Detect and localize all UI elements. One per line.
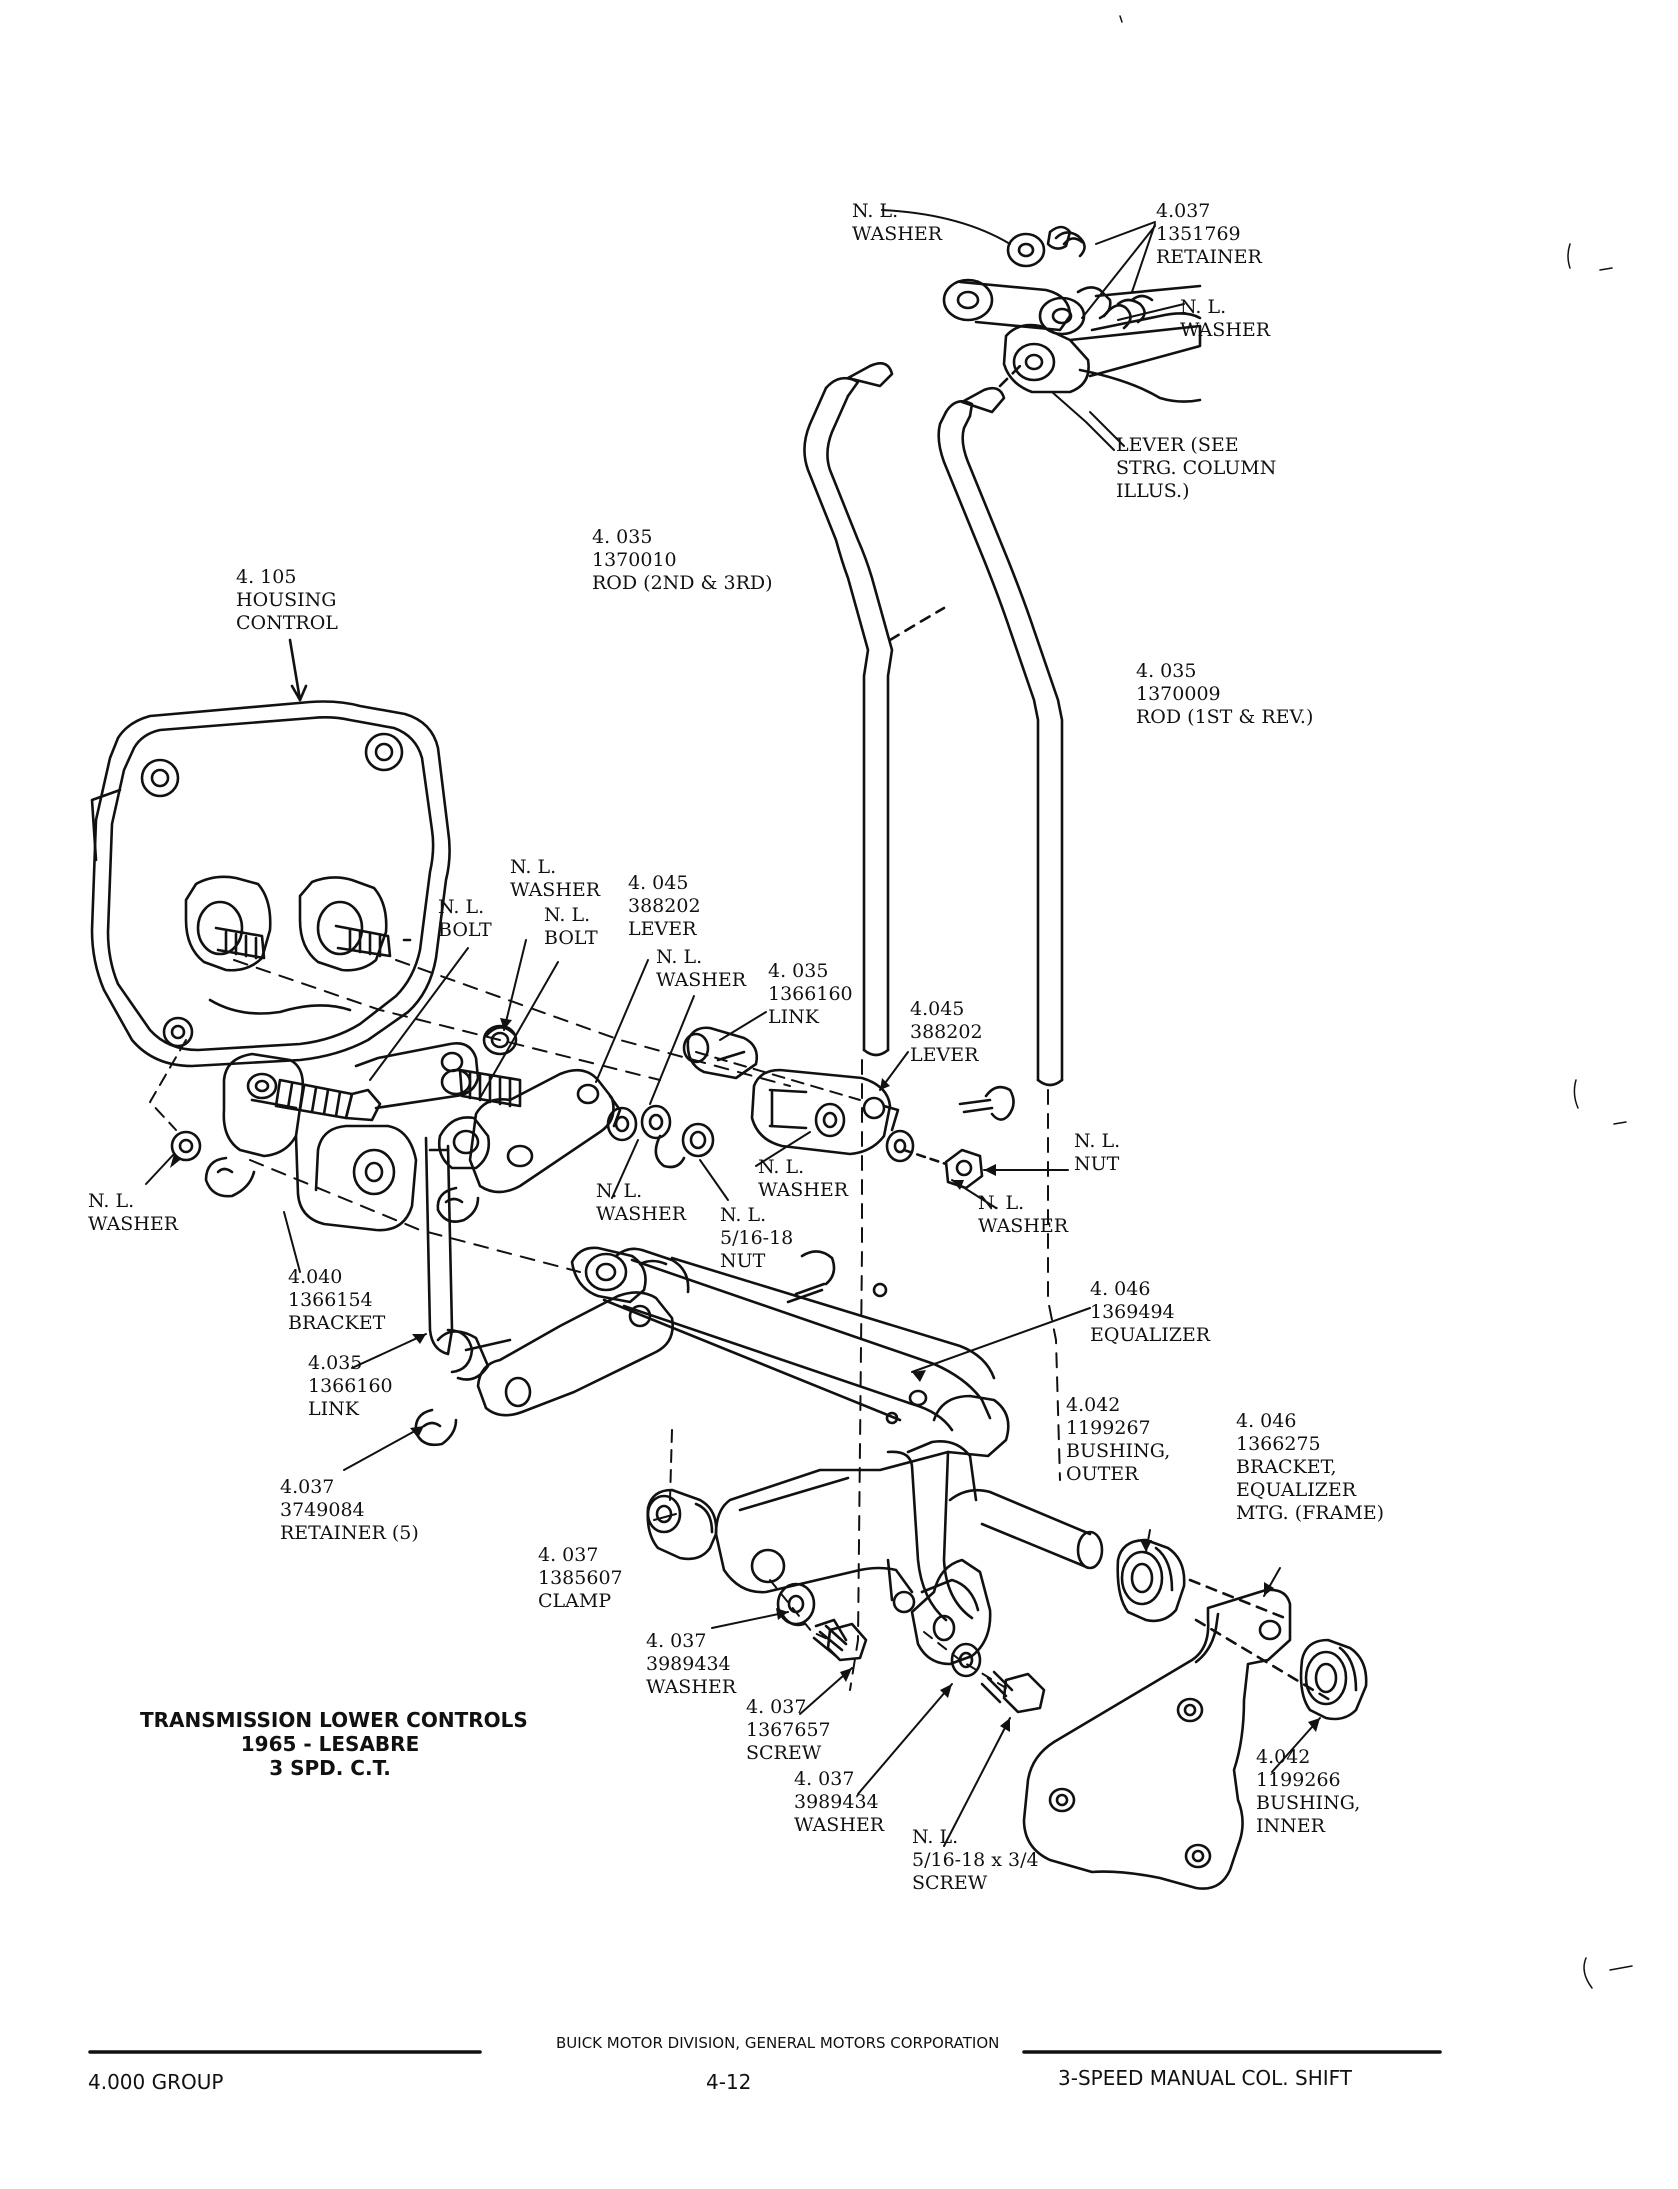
footer-section: 3-SPEED MANUAL COL. SHIFT xyxy=(1058,2066,1353,2090)
footer-group: 4.000 GROUP xyxy=(88,2070,224,2094)
lever-left-part xyxy=(468,1068,622,1194)
footer-division: BUICK MOTOR DIVISION, GENERAL MOTORS COR… xyxy=(556,2034,1000,2052)
label-lever-right: 4.045 388202 LEVER xyxy=(910,998,983,1066)
label-link-lower: 4.035 1366160 LINK xyxy=(308,1352,393,1420)
bracket-4-040-part xyxy=(222,1052,418,1232)
rod-1st-rev-part xyxy=(937,386,1064,1087)
label-nut-5-16: N. L. 5/16-18 NUT xyxy=(720,1204,794,1272)
caption-line-3: 3 SPD. C.T. xyxy=(269,1756,391,1780)
housing-control-part xyxy=(90,700,451,1068)
label-bracket: 4.040 1366154 BRACKET xyxy=(288,1266,386,1334)
label-nut-right: N. L. NUT xyxy=(1074,1130,1121,1175)
washer-nut-right-part xyxy=(885,1129,984,1190)
footer-page-number: 4-12 xyxy=(706,2070,752,2094)
bushing-inner-part xyxy=(1299,1638,1368,1721)
label-bracket-equalizer: 4. 046 1366275 BRACKET, EQUALIZER MTG. (… xyxy=(1236,1410,1385,1524)
bolt-studs-part xyxy=(437,1068,522,1170)
label-washer-3989434-a: 4. 037 3989434 WASHER xyxy=(646,1630,737,1698)
rod-2nd-3rd-part xyxy=(803,362,894,1057)
label-washer-top-right: N. L. WASHER xyxy=(1180,296,1271,341)
label-screw-1367657: 4. 037 1367657 SCREW xyxy=(746,1696,831,1764)
retainer-clips-part xyxy=(204,1085,1015,1447)
label-housing-control: 4. 105 HOUSING CONTROL xyxy=(236,566,338,634)
screw-5-16-part xyxy=(980,1670,1046,1714)
label-rod-1st-rev: 4. 035 1370009 ROD (1ST & REV.) xyxy=(1136,660,1314,728)
bushing-outer-part xyxy=(1116,1538,1292,1623)
label-washer-center: N. L. WASHER xyxy=(758,1156,849,1201)
label-lever-left: 4. 045 388202 LEVER xyxy=(628,872,701,940)
caption-line-1: TRANSMISSION LOWER CONTROLS xyxy=(140,1708,528,1732)
clamp-part xyxy=(646,1488,718,1561)
label-bolt-right: N. L. BOLT xyxy=(544,904,598,949)
label-bolt-left: N. L. BOLT xyxy=(438,896,492,941)
lever-right-part xyxy=(750,1068,900,1156)
washer-3989434-a-part xyxy=(776,1582,816,1627)
link-upper-part xyxy=(682,1026,759,1080)
bracket-equalizer-mtg-part xyxy=(1022,1588,1332,1890)
label-equalizer: 4. 046 1369494 EQUALIZER xyxy=(1090,1278,1211,1346)
label-retainer-5: 4.037 3749084 RETAINER (5) xyxy=(280,1476,419,1544)
caption-line-2: 1965 - LESABRE xyxy=(240,1732,420,1756)
label-lever-strg: LEVER (SEE STRG. COLUMN ILLUS.) xyxy=(1116,434,1277,502)
equalizer-part xyxy=(570,1246,1104,1666)
label-link-upper: 4. 035 1366160 LINK xyxy=(768,960,853,1028)
label-washer-mid2: N. L. WASHER xyxy=(656,946,747,991)
label-washer-lower-mid: N. L. WASHER xyxy=(596,1180,687,1225)
washers-mid-part xyxy=(482,1024,715,1169)
label-washer-3989434-b: 4. 037 3989434 WASHER xyxy=(794,1768,885,1836)
label-bushing-outer: 4.042 1199267 BUSHING, OUTER xyxy=(1066,1394,1171,1485)
label-clamp: 4. 037 1385607 CLAMP xyxy=(538,1544,623,1612)
label-washer-top: N. L. WASHER xyxy=(852,200,943,245)
label-screw-5-16: N. L. 5/16-18 x 3/4 SCREW xyxy=(912,1826,1039,1894)
label-washer-mid: N. L. WASHER xyxy=(510,856,601,901)
label-retainer-top: 4.037 1351769 RETAINER xyxy=(1156,200,1262,268)
washer-3989434-b-part xyxy=(950,1642,982,1678)
label-washer-nut-right: N. L. WASHER xyxy=(978,1192,1069,1237)
label-washer-far-left: N. L. WASHER xyxy=(88,1190,179,1235)
label-bushing-inner: 4.042 1199266 BUSHING, INNER xyxy=(1256,1746,1361,1837)
leader-lines xyxy=(145,939,1321,1847)
screw-1367657-part xyxy=(812,1618,868,1662)
label-rod-2nd-3rd: 4. 035 1370010 ROD (2ND & 3RD) xyxy=(592,526,773,594)
leader-arrowheads xyxy=(170,1018,1320,1732)
leader-housing xyxy=(288,638,302,702)
link-lower-part xyxy=(354,1042,674,1417)
